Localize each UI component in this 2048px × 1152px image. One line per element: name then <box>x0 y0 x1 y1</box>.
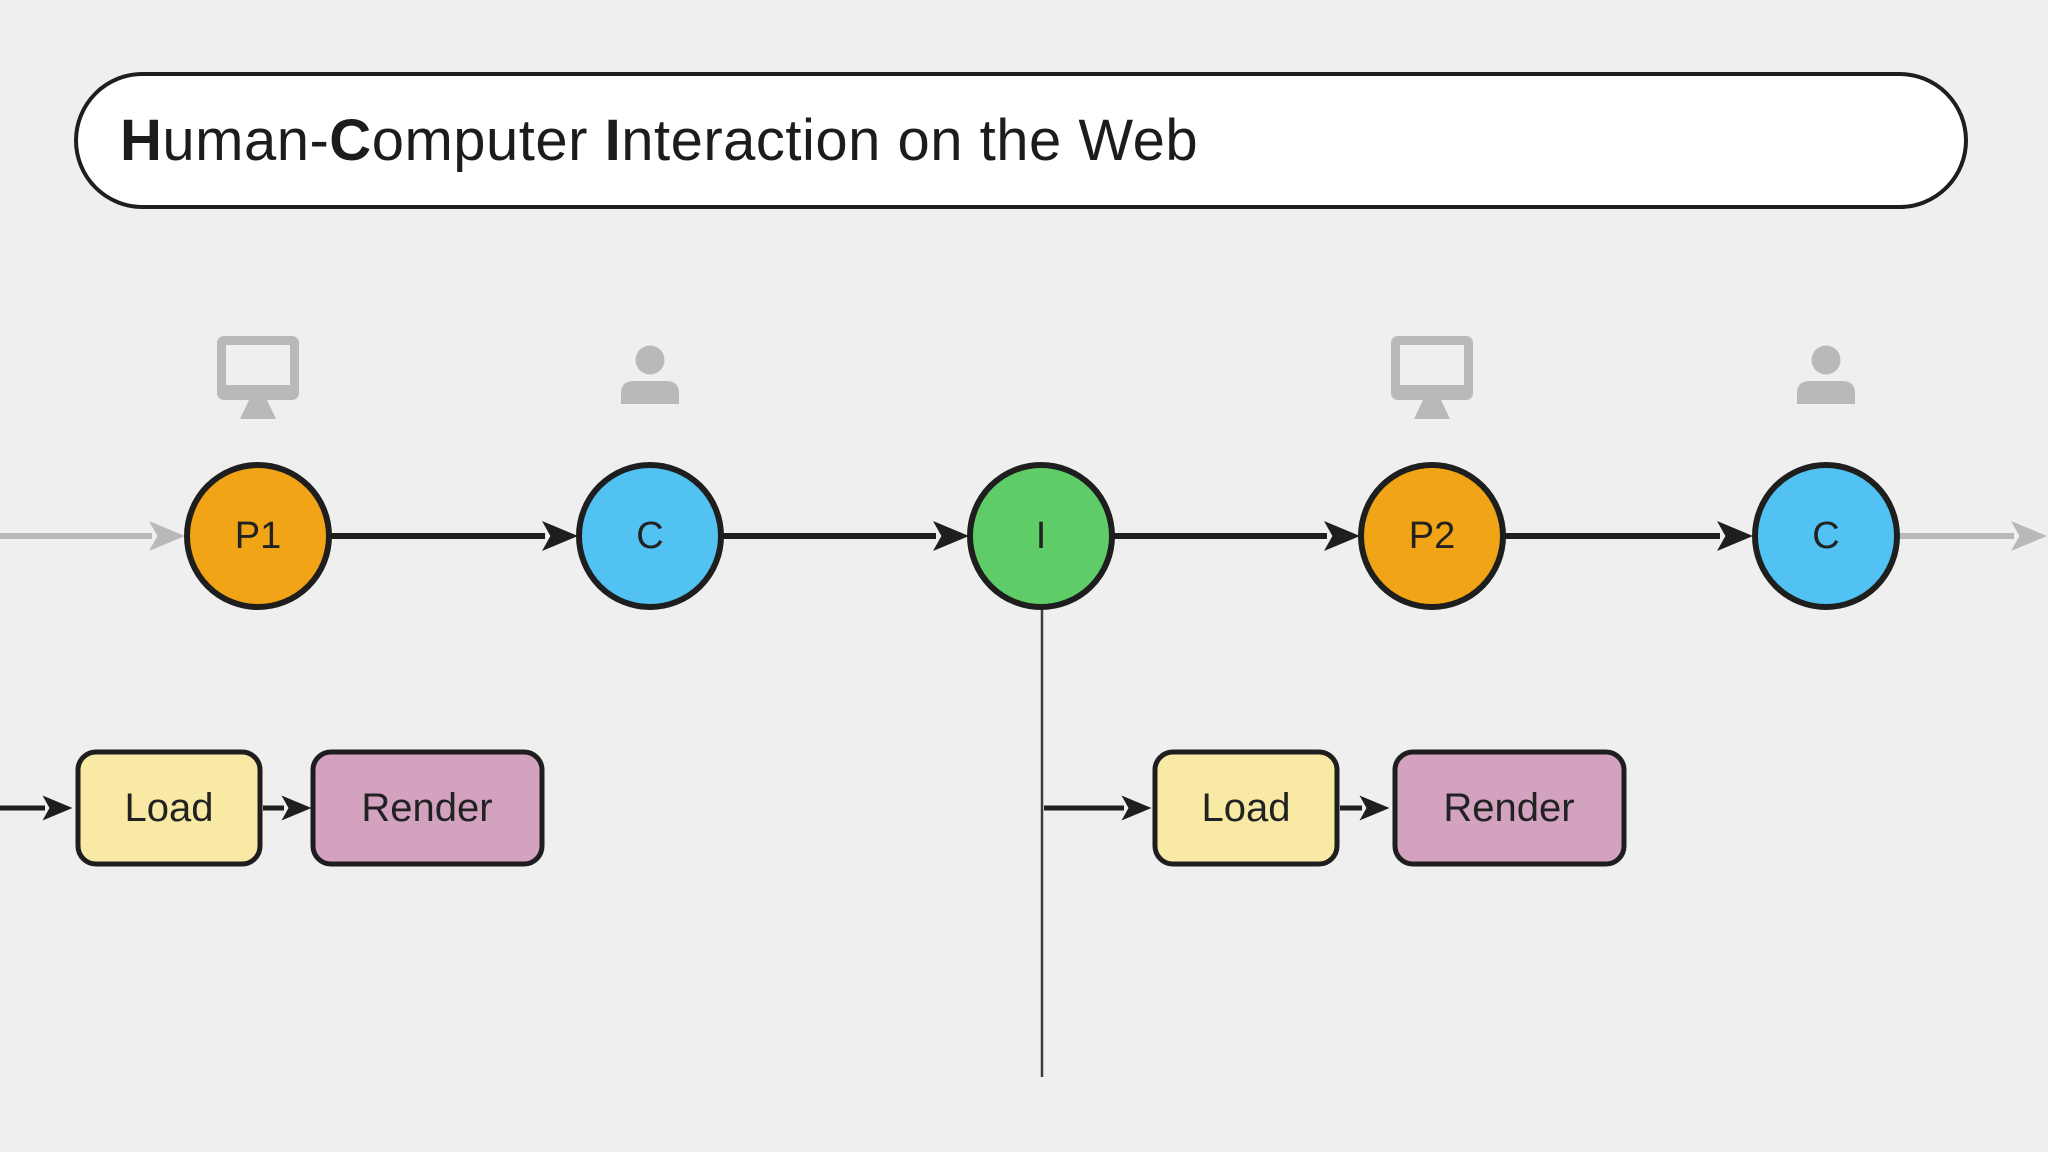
node-circle <box>967 462 1115 610</box>
node-label: I <box>1036 515 1047 557</box>
node-i: I <box>967 462 1115 610</box>
node-label: P2 <box>1409 515 1455 557</box>
page-title: Human-Computer Interaction on the Web <box>120 108 1199 173</box>
monitor-icon <box>217 336 299 419</box>
person-icon <box>1797 345 1855 404</box>
render-box <box>1392 749 1627 867</box>
node-circle <box>184 462 332 610</box>
subflow-2: Load Render <box>1044 749 1627 867</box>
node-label: C <box>1812 515 1839 557</box>
render-box <box>310 749 545 867</box>
node-p1: P1 <box>184 462 332 610</box>
load-label: Load <box>125 786 214 830</box>
title-pill: Human-Computer Interaction on the Web <box>74 72 1968 209</box>
load-box <box>75 749 263 867</box>
subflow-1: Load Render <box>0 749 545 867</box>
node-p2: P2 <box>1358 462 1506 610</box>
node-circle <box>576 462 724 610</box>
render-label: Render <box>1443 786 1574 830</box>
monitor-icon <box>1391 336 1473 419</box>
render-label: Render <box>361 786 492 830</box>
node-circle <box>1752 462 1900 610</box>
load-box <box>1152 749 1340 867</box>
node-circle <box>1358 462 1506 610</box>
person-icon <box>621 345 679 404</box>
node-c2: C <box>1752 462 1900 610</box>
node-label: C <box>636 515 663 557</box>
node-label: P1 <box>235 515 281 557</box>
node-c1: C <box>576 462 724 610</box>
load-label: Load <box>1202 786 1291 830</box>
